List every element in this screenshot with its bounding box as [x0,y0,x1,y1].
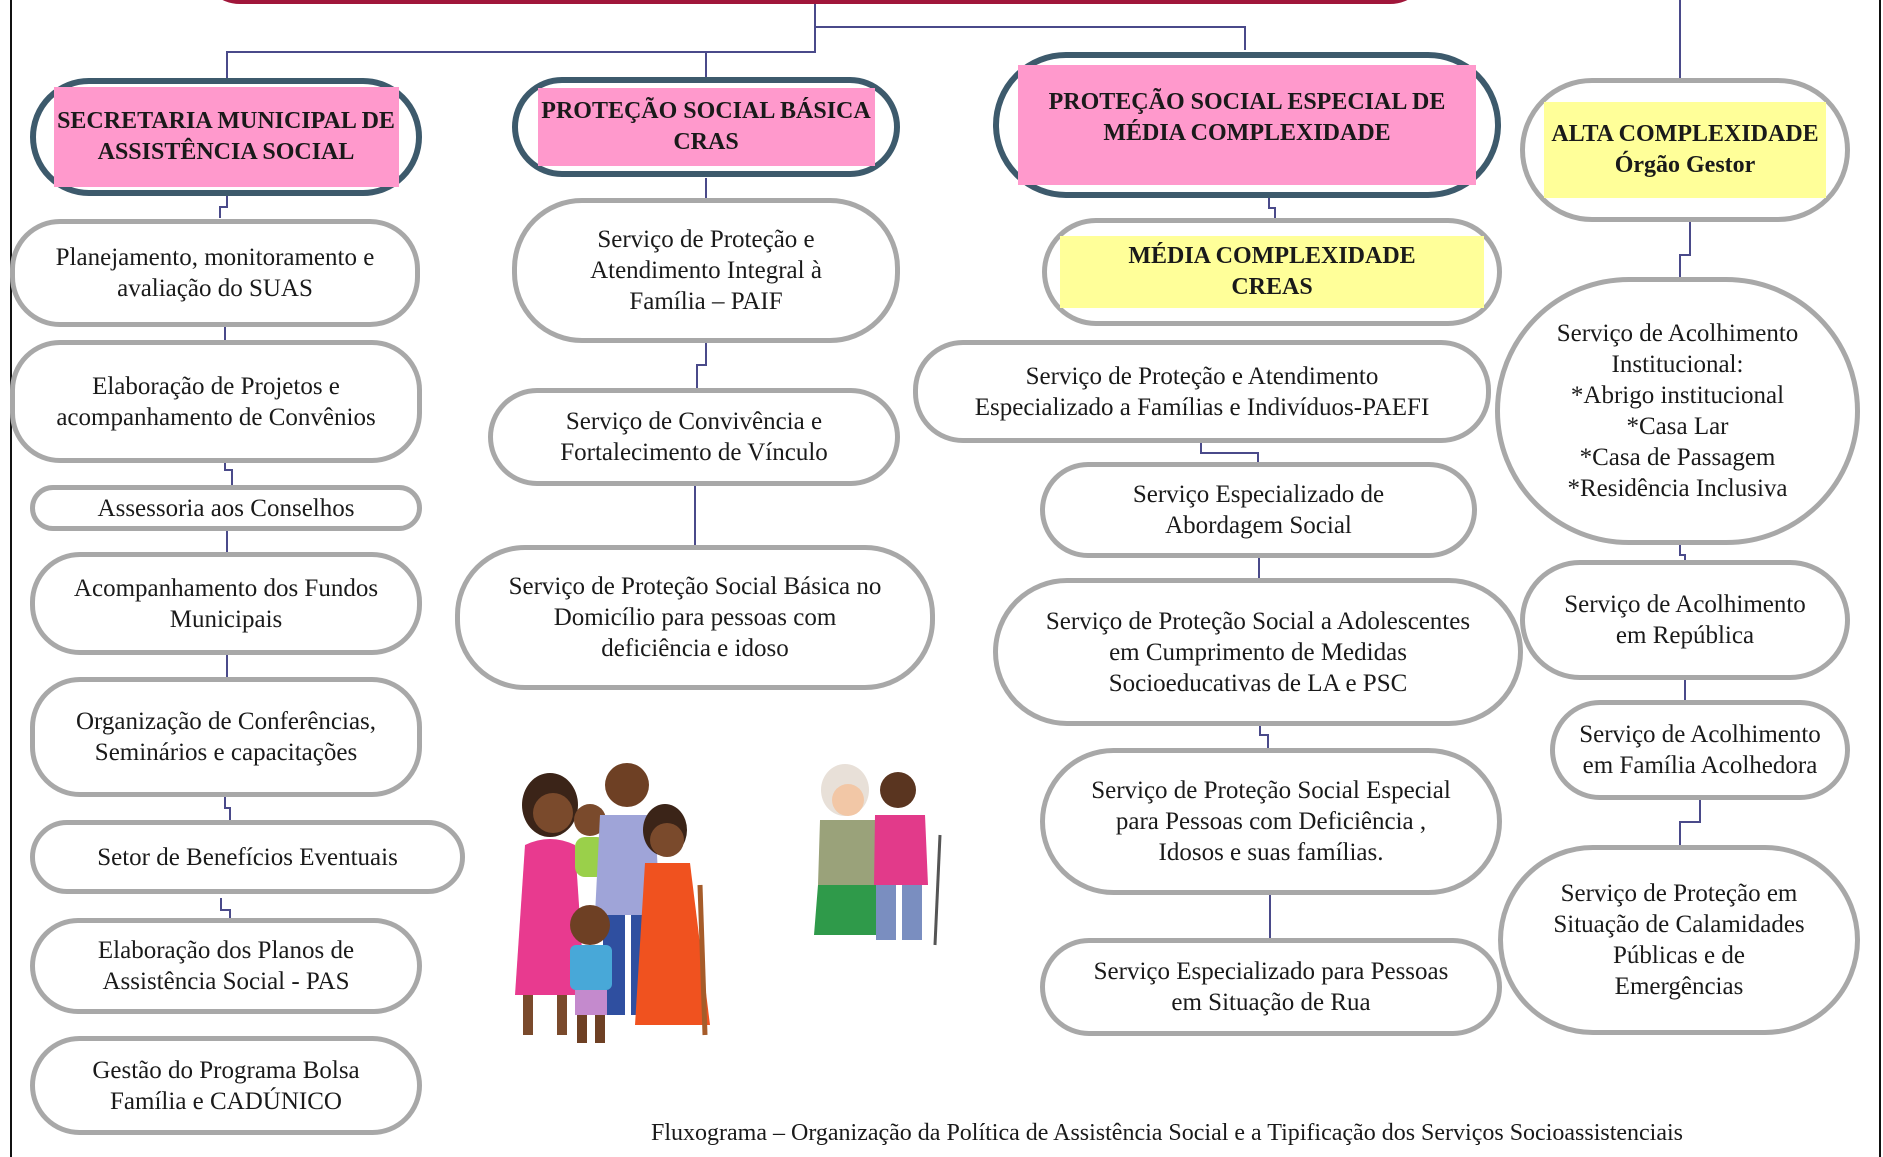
node-bolsa-familia-line-2: Família e CADÚNICO [110,1087,342,1115]
node-conferencias-line-2: Seminários e capacitações [94,739,358,766]
header-alta-complexidade-line-1: ALTA COMPLEXIDADE [1551,121,1819,147]
header-secretaria-fill: SECRETARIA MUNICIPAL DE ASSISTÊNCIA SOCI… [53,87,399,187]
node-assessoria-conselhos: Assessoria aos Conselhos [30,485,422,531]
node-acolhimento-institucional: Serviço de Acolhimento Institucional: *A… [1495,277,1860,545]
node-deficiencia-idosos: Serviço de Proteção Social Especial para… [1040,748,1502,895]
elderly-couple-illustration [814,764,942,946]
node-planejamento-line-2: avaliação do SUAS [117,275,313,302]
node-elaboracao-projetos-line-1: Elaboração de Projetos e [92,372,340,400]
header-protecao-especial-fill: PROTEÇÃO SOCIAL ESPECIAL DE MÉDIA COMPLE… [1018,65,1476,185]
page-border-right [1879,0,1881,1157]
node-paif-line-3: Família – PAIF [629,288,783,315]
node-protecao-domicilio-line-3: deficiência e idoso [601,635,789,662]
node-protecao-domicilio: Serviço de Proteção Social Básica no Dom… [455,545,935,690]
node-calamidades-line-2: Situação de Calamidades [1553,911,1805,938]
family-illustration [515,763,710,1043]
node-acolhimento-institucional-line-1: Serviço de Acolhimento [1556,320,1799,347]
header-alta-complexidade-fill: ALTA COMPLEXIDADE Órgão Gestor [1544,102,1826,198]
header-protecao-especial: PROTEÇÃO SOCIAL ESPECIAL DE MÉDIA COMPLE… [993,52,1501,198]
node-deficiencia-idosos-line-1: Serviço de Proteção Social Especial [1091,777,1451,804]
header-media-complexidade: MÉDIA COMPLEXIDADE CREAS [1042,218,1502,326]
node-paif-line-2: Atendimento Integral à [590,257,822,284]
node-conferencias-line-1: Organização de Conferências, [75,708,377,735]
node-beneficios-eventuais: Setor de Benefícios Eventuais [30,820,465,894]
node-situacao-rua-line-1: Serviço Especializado para Pessoas [1093,958,1449,985]
node-acolhimento-republica-line-1: Serviço de Acolhimento [1564,591,1806,618]
node-calamidades-line-1: Serviço de Proteção em [1560,880,1798,907]
node-convivencia: Serviço de Convivência e Fortalecimento … [488,388,900,486]
node-bolsa-familia-line-1: Gestão do Programa Bolsa [92,1056,360,1084]
node-paefi-line-2: Especializado a Famílias e Indivíduos-PA… [974,393,1430,421]
header-alta-complexidade: ALTA COMPLEXIDADE Órgão Gestor [1520,78,1850,222]
node-planos-pas-line-1: Elaboração dos Planos de [97,937,355,964]
node-familia-acolhedora-line-2: em Família Acolhedora [1582,752,1818,779]
node-bolsa-familia: Gestão do Programa Bolsa Família e CADÚN… [30,1036,422,1135]
node-medidas-socioeducativas-line-1: Serviço de Proteção Social a Adolescente… [1045,607,1471,635]
node-fundos-municipais-line-1: Acompanhamento dos Fundos [73,574,379,602]
node-conferencias: Organização de Conferências, Seminários … [30,677,422,797]
node-calamidades: Serviço de Proteção em Situação de Calam… [1498,845,1860,1035]
node-medidas-socioeducativas-line-3: Socioeducativas de LA e PSC [1108,669,1408,697]
header-media-complexidade-line-2: CREAS [1231,274,1313,300]
node-planos-pas-line-2: Assistência Social - PAS [102,968,350,995]
node-fundos-municipais-line-2: Municipais [169,605,283,633]
node-fundos-municipais: Acompanhamento dos Fundos Municipais [30,552,422,655]
node-acolhimento-republica-line-2: em República [1615,622,1755,649]
node-planejamento-line-1: Planejamento, monitoramento e [55,244,375,271]
node-acolhimento-institucional-line-6: *Residência Inclusiva [1567,475,1788,502]
node-deficiencia-idosos-line-2: para Pessoas com Deficiência , [1115,808,1427,835]
node-paefi-line-1: Serviço de Proteção e Atendimento [1025,362,1379,390]
node-calamidades-line-4: Emergências [1614,973,1744,1000]
header-protecao-basica-line-2: CRAS [673,129,739,155]
node-acolhimento-institucional-line-4: *Casa Lar [1626,413,1729,440]
node-calamidades-line-3: Públicas e de [1613,942,1745,969]
header-protecao-basica: PROTEÇÃO SOCIAL BÁSICA CRAS [512,77,900,177]
page-border-left [10,0,12,1157]
node-acolhimento-institucional-line-2: Institucional: [1611,351,1744,378]
header-media-complexidade-fill: MÉDIA COMPLEXIDADE CREAS [1060,236,1484,308]
node-planejamento: Planejamento, monitoramento e avaliação … [10,219,420,327]
header-secretaria: SECRETARIA MUNICIPAL DE ASSISTÊNCIA SOCI… [30,78,422,196]
header-secretaria-line-2: ASSISTÊNCIA SOCIAL [97,139,355,165]
node-medidas-socioeducativas: Serviço de Proteção Social a Adolescente… [993,578,1523,726]
header-protecao-especial-line-2: MÉDIA COMPLEXIDADE [1103,120,1391,146]
node-abordagem-social-line-2: Abordagem Social [1165,512,1352,539]
node-paif: Serviço de Proteção e Atendimento Integr… [512,198,900,343]
node-situacao-rua: Serviço Especializado para Pessoas em Si… [1040,938,1502,1036]
node-elaboracao-projetos: Elaboração de Projetos e acompanhamento … [10,340,422,463]
node-acolhimento-institucional-line-3: *Abrigo institucional [1570,382,1785,409]
node-familia-acolhedora-line-1: Serviço de Acolhimento [1579,721,1821,748]
node-protecao-domicilio-line-2: Domicílio para pessoas com [553,604,837,631]
node-elaboracao-projetos-line-2: acompanhamento de Convênios [56,403,376,431]
node-paefi: Serviço de Proteção e Atendimento Especi… [913,340,1491,443]
node-planos-pas: Elaboração dos Planos de Assistência Soc… [30,918,422,1014]
node-convivencia-line-2: Fortalecimento de Vínculo [560,439,828,466]
node-deficiencia-idosos-line-3: Idosos e suas famílias. [1158,839,1384,866]
node-medidas-socioeducativas-line-2: em Cumprimento de Medidas [1109,638,1407,666]
header-media-complexidade-line-1: MÉDIA COMPLEXIDADE [1128,243,1416,269]
node-acolhimento-republica: Serviço de Acolhimento em República [1520,560,1850,680]
node-paif-line-1: Serviço de Proteção e [597,226,815,253]
header-alta-complexidade-line-2: Órgão Gestor [1614,152,1756,178]
header-protecao-basica-line-1: PROTEÇÃO SOCIAL BÁSICA [541,98,871,124]
node-beneficios-eventuais-line-1: Setor de Benefícios Eventuais [97,843,398,871]
figure-caption: Fluxograma – Organização da Política de … [651,1120,1683,1146]
node-assessoria-conselhos-line-1: Assessoria aos Conselhos [97,494,355,522]
node-abordagem-social-line-1: Serviço Especializado de [1132,481,1385,508]
node-acolhimento-institucional-line-5: *Casa de Passagem [1579,444,1776,471]
header-secretaria-line-1: SECRETARIA MUNICIPAL DE [57,108,395,134]
header-protecao-especial-line-1: PROTEÇÃO SOCIAL ESPECIAL DE [1048,89,1446,115]
node-situacao-rua-line-2: em Situação de Rua [1171,989,1371,1016]
node-abordagem-social: Serviço Especializado de Abordagem Socia… [1040,462,1477,558]
header-protecao-basica-fill: PROTEÇÃO SOCIAL BÁSICA CRAS [537,88,875,166]
node-convivencia-line-1: Serviço de Convivência e [565,408,823,435]
node-protecao-domicilio-line-1: Serviço de Proteção Social Básica no [508,573,882,600]
node-familia-acolhedora: Serviço de Acolhimento em Família Acolhe… [1550,700,1850,800]
